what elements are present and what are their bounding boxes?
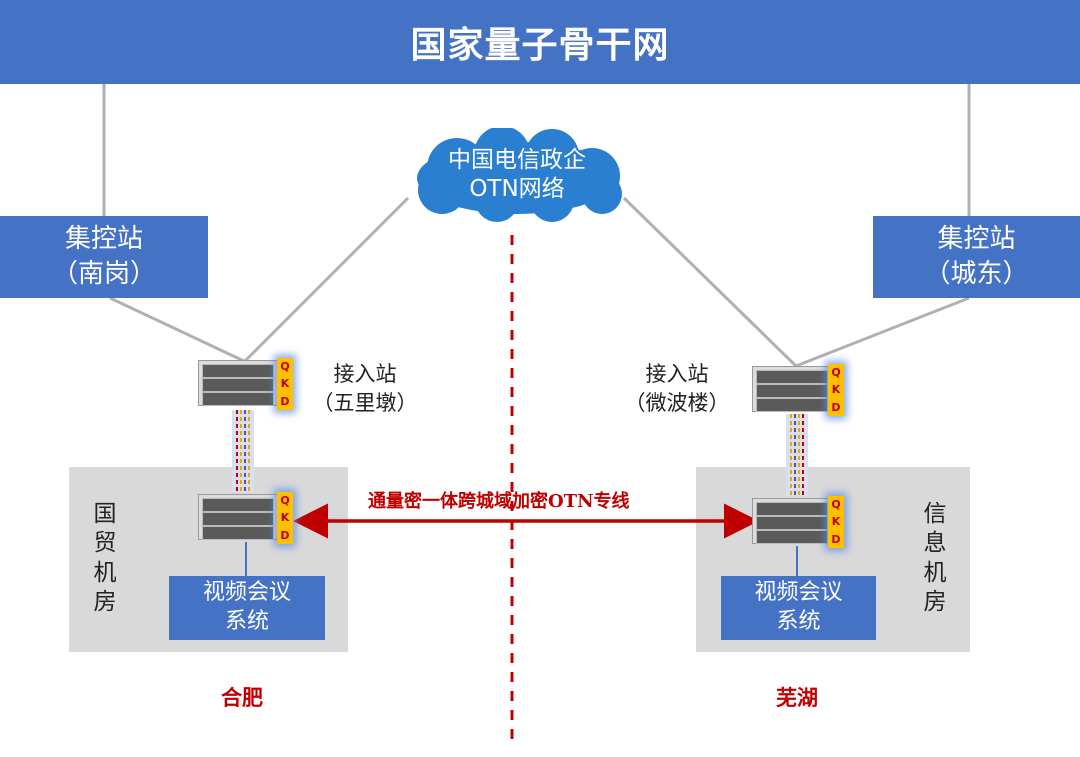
- line-nangang-wulidun: [109, 296, 247, 364]
- control-station-location: （南岗）: [51, 259, 156, 289]
- video-conference-system-wuhu: 视频会议 系统: [721, 576, 876, 640]
- vc-label-line1: 视频会议: [754, 580, 843, 606]
- control-station-chengdong: 集控站 （城东）: [873, 216, 1080, 298]
- cloud: 中国电信政企 OTN网络: [402, 128, 632, 224]
- vc-label-line2: 系统: [776, 609, 821, 634]
- page-title: 国家量子骨干网: [410, 25, 670, 66]
- access-station-location: （微波楼）: [624, 391, 730, 416]
- room-label-xinxi: 信 息 机 房: [923, 501, 947, 616]
- control-station-location: （城东）: [924, 259, 1029, 289]
- access-station-title: 接入站: [333, 362, 397, 386]
- vc-label-line1: 视频会议: [202, 580, 291, 606]
- city-wuhu: 芜湖: [776, 685, 818, 710]
- line-cloud-wulidun: [242, 196, 410, 364]
- line-cloud-weibolou: [622, 196, 798, 368]
- access-station-wulidun-label: 接入站 （五里墩）: [300, 360, 430, 419]
- cloud-label-line1: 中国电信政企: [448, 147, 586, 173]
- access-station-location: （五里墩）: [312, 391, 418, 416]
- title-banner: 国家量子骨干网: [0, 0, 1080, 84]
- video-conference-system-hefei: 视频会议 系统: [169, 576, 325, 640]
- control-station-nangang: 集控站 （南岗）: [0, 216, 208, 298]
- room-label-guomao: 国 贸 机 房: [93, 501, 117, 616]
- encrypted-link-label: 通量密一体跨城域加密OTN专线: [368, 491, 630, 512]
- control-station-title: 集控站: [937, 223, 1016, 254]
- control-station-title: 集控站: [64, 223, 143, 254]
- access-station-weibolou-label: 接入站 （微波楼）: [612, 360, 742, 419]
- access-station-title: 接入站: [645, 362, 709, 386]
- fiber-bundle-left: [232, 410, 254, 492]
- fiber-bundle-right: [786, 414, 808, 496]
- router-wulidun: [198, 360, 278, 406]
- city-hefei: 合肥: [221, 685, 263, 710]
- router-weibolou: [752, 366, 832, 412]
- line-chengdong-weibolou: [795, 296, 970, 368]
- cloud-label-line2: OTN网络: [469, 175, 565, 202]
- vc-label-line2: 系统: [224, 609, 269, 634]
- router-xinxi: [752, 498, 832, 544]
- cloud-shape: [417, 128, 622, 222]
- router-guomao: [198, 494, 278, 540]
